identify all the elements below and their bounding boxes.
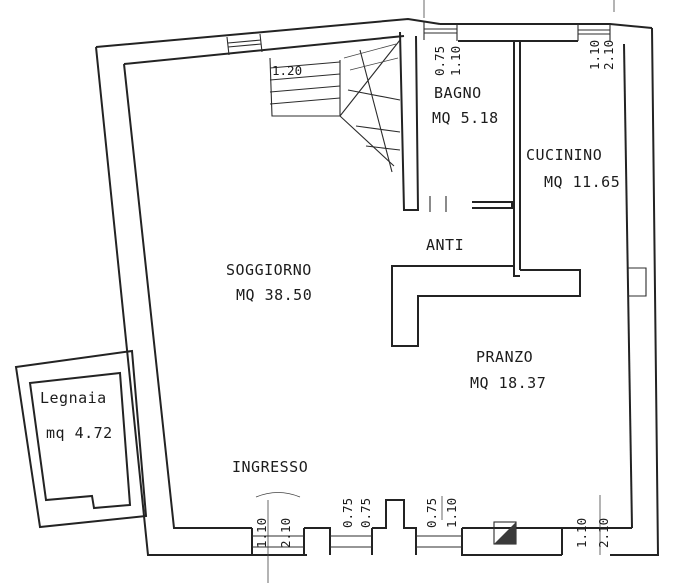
- front-right-height-dim: 2.10: [596, 518, 611, 548]
- outer-walls: [95, 17, 660, 556]
- cucinino-area: MQ 11.65: [544, 173, 620, 191]
- front-right-sill-dim: 1.10: [574, 518, 589, 548]
- bagno-window-sill-dim: 0.75: [432, 46, 447, 76]
- cucinino-label: CUCININO: [526, 146, 602, 164]
- front-mid-height-dim: 1.10: [444, 498, 459, 528]
- dimension-lines: [267, 0, 615, 583]
- entry-swing: [255, 492, 301, 498]
- pranzo-label: PRANZO: [476, 348, 533, 366]
- window-openings: [226, 22, 647, 548]
- soggiorno-label: SOGGIORNO: [226, 261, 312, 279]
- cucinino-window-sill-dim: 1.10: [587, 40, 602, 70]
- ingresso-label: INGRESSO: [232, 458, 308, 476]
- bagno-window-height-dim: 1.10: [448, 46, 463, 76]
- cucinino-window-height-dim: 2.10: [601, 40, 616, 70]
- stair-width-dim: 1.20: [272, 63, 302, 78]
- bagno-area: MQ 5.18: [432, 109, 499, 127]
- hatched-block: [493, 521, 517, 545]
- anti-label: ANTI: [426, 236, 464, 254]
- bagno-label: BAGNO: [434, 84, 482, 102]
- soggiorno-area: MQ 38.50: [236, 286, 312, 304]
- staircase: [269, 39, 401, 173]
- front-door-a-dim: 0.75: [340, 498, 355, 528]
- front-door-b-dim: 0.75: [358, 498, 373, 528]
- legnaia-label: Legnaia: [40, 389, 107, 407]
- front-left-height-dim: 2.10: [278, 518, 293, 548]
- pranzo-area: MQ 18.37: [470, 374, 546, 392]
- interior-walls: [391, 31, 581, 347]
- legnaia-structure: [14, 349, 148, 529]
- front-left-sill-dim: 1.10: [254, 518, 269, 548]
- front-mid-sill-dim: 0.75: [424, 498, 439, 528]
- legnaia-area: mq 4.72: [46, 424, 113, 442]
